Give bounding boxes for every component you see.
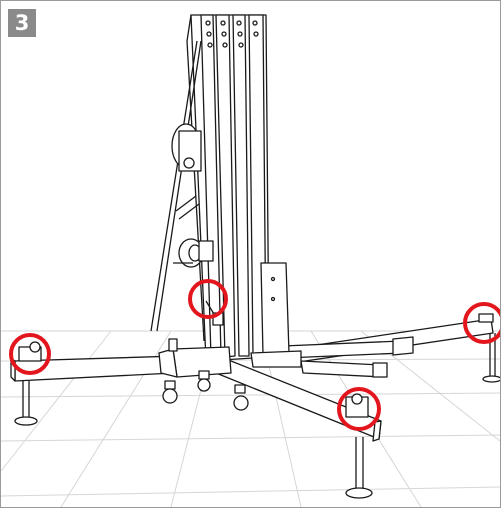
lift-drawing xyxy=(10,14,500,499)
highlight-front-outrigger-lock xyxy=(337,387,381,431)
mast-column xyxy=(186,14,290,362)
winch-assembly xyxy=(150,40,224,332)
highlight-mast-lock xyxy=(188,279,228,319)
step-number-badge: 3 xyxy=(8,9,36,37)
base-hub xyxy=(158,338,302,411)
highlight-left-outrigger-lock xyxy=(9,333,51,375)
highlight-markers xyxy=(9,279,500,431)
highlight-right-outrigger-lock xyxy=(463,302,500,344)
